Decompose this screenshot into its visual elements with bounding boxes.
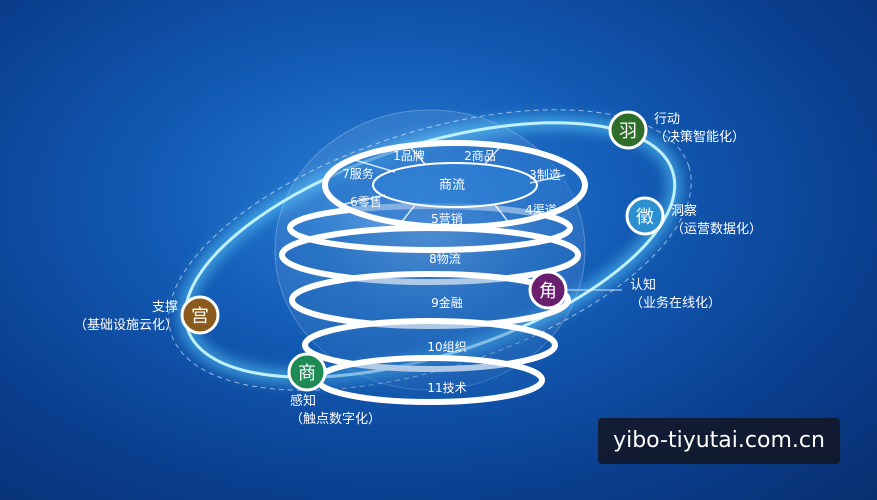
- ring-label-10: 10组织: [427, 340, 466, 354]
- segment-label: 5营销: [431, 212, 463, 226]
- ring-10: [302, 318, 558, 372]
- badge-jue-icon: 角: [528, 270, 568, 310]
- label-cognition: 认知 （业务在线化）: [630, 277, 721, 313]
- label-subtitle: （基础设施云化）: [73, 318, 178, 333]
- label-subtitle: （业务在线化）: [630, 296, 722, 311]
- svg-text:商: 商: [298, 363, 316, 384]
- label-title: 支撑: [151, 300, 178, 315]
- watermark: yibo-tiyutai.com.cn: [598, 418, 840, 464]
- label-perception: 感知 （触点数字化）: [290, 393, 381, 429]
- label-title: 认知: [630, 278, 657, 293]
- segment-label: 6零售: [350, 194, 382, 209]
- label-insight: 洞察 （运营数据化）: [671, 203, 762, 239]
- label-subtitle: （运营数据化）: [671, 222, 763, 237]
- ring-label-8: 8物流: [429, 252, 461, 266]
- ring-label-9: 9金融: [431, 295, 463, 310]
- label-title: 感知: [290, 394, 317, 409]
- ring-label-11: 11技术: [427, 381, 466, 395]
- svg-text:徵: 徵: [636, 207, 654, 228]
- label-support: 支撑 （基础设施云化）: [58, 299, 178, 335]
- segment-label: 1品牌: [393, 149, 425, 163]
- label-title: 洞察: [671, 204, 698, 219]
- label-subtitle: （决策智能化）: [654, 130, 746, 145]
- label-action: 行动 （决策智能化）: [654, 111, 745, 147]
- badge-zhi-icon: 徵: [625, 196, 665, 236]
- center-label: 商流: [439, 178, 465, 193]
- label-title: 行动: [654, 112, 681, 127]
- badge-gong-icon: 宫: [180, 295, 220, 335]
- top-disc: [322, 140, 588, 230]
- ring-9: [289, 271, 571, 329]
- svg-text:角: 角: [539, 281, 557, 302]
- label-subtitle: （触点数字化）: [290, 412, 382, 427]
- badge-shang-icon: 商: [287, 352, 327, 392]
- svg-text:宫: 宫: [191, 306, 209, 327]
- svg-text:羽: 羽: [619, 121, 637, 142]
- segment-label: 3制造: [529, 168, 561, 182]
- segment-label: 7服务: [342, 166, 374, 181]
- segment-label: 2商品: [464, 148, 496, 163]
- segment-label: 4渠道: [525, 203, 557, 217]
- badge-yu-icon: 羽: [608, 110, 648, 150]
